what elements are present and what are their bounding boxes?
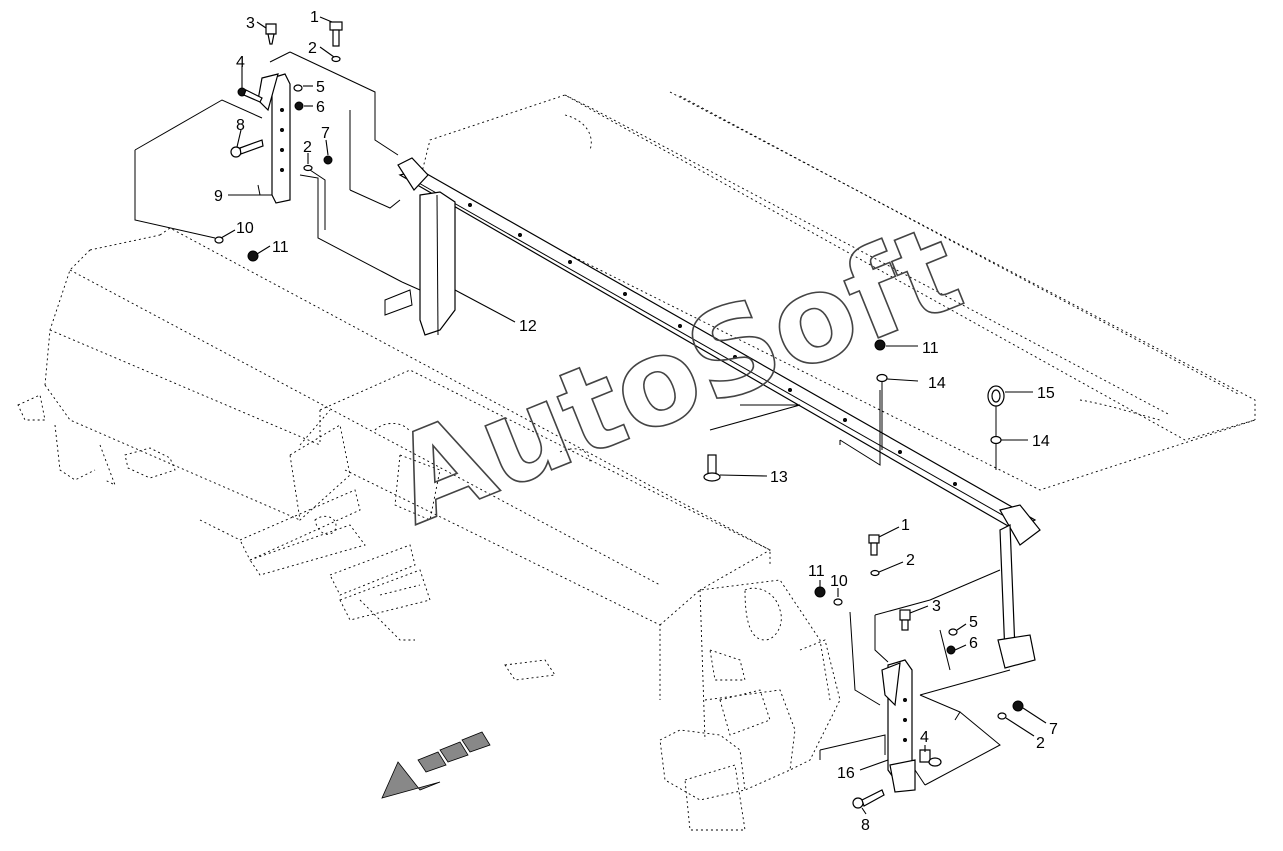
washer-10-top (214, 236, 224, 244)
callout-c4: 4 (236, 54, 245, 71)
callout-c10: 10 (236, 220, 254, 237)
washer-5-top (293, 84, 303, 92)
callout-c12: 12 (519, 318, 537, 335)
washer-2-right (870, 569, 880, 577)
washer-14-far (990, 435, 1002, 445)
nut-11-right (874, 339, 886, 351)
callout-c2c: 2 (906, 552, 915, 569)
callout-c3: 3 (246, 15, 255, 32)
washer-10-right (833, 598, 843, 606)
washer-14-right (876, 373, 888, 383)
bolt-8-top (230, 139, 264, 158)
nipple-3-right (899, 609, 911, 631)
nut-6-right (946, 645, 956, 655)
callout-c4b: 4 (920, 729, 929, 746)
eyebolt-15 (987, 385, 1005, 470)
support-bar-12 (397, 157, 1041, 669)
nut-6-top (294, 101, 304, 111)
bolt-1-top (329, 21, 343, 47)
callout-c7b: 7 (1049, 721, 1058, 738)
callout-c7: 7 (321, 125, 330, 142)
bolt-4-top (237, 87, 263, 103)
callout-c14b: 14 (1032, 433, 1050, 450)
callout-c11c: 11 (808, 563, 825, 580)
bolt-13 (703, 454, 721, 482)
callout-c10b: 10 (830, 573, 848, 590)
nut-7-right (1012, 700, 1024, 712)
callout-c6: 6 (316, 99, 325, 116)
bolt-8-right (852, 789, 885, 809)
nut-11-right-low (814, 586, 826, 598)
left-group-lines (134, 51, 421, 316)
callout-c3b: 3 (932, 598, 941, 615)
right-group-lines (819, 390, 1011, 786)
callout-c1: 1 (310, 9, 319, 26)
callout-c5b: 5 (969, 614, 978, 631)
nut-11-top (247, 250, 259, 262)
bolt-1-right (868, 534, 880, 556)
callout-c2: 2 (308, 40, 317, 57)
nut-7-top (323, 155, 333, 165)
callout-c5: 5 (316, 79, 325, 96)
watermark: AutoSoft (374, 200, 979, 552)
nipple-3-top (265, 23, 277, 45)
washer-2-mid (303, 164, 313, 172)
callout-c8b: 8 (861, 817, 870, 834)
callout-c16: 16 (837, 765, 855, 782)
callout-c6b: 6 (969, 635, 978, 652)
bolt-4-right (919, 749, 942, 767)
callout-c14: 14 (928, 375, 946, 392)
washer-2-top (331, 55, 341, 63)
bracket-9-left (257, 73, 291, 204)
callout-c9: 9 (214, 188, 223, 205)
callout-c2d: 2 (1036, 735, 1045, 752)
bracket-16-right (881, 659, 916, 793)
callout-c15: 15 (1037, 385, 1055, 402)
callout-c13: 13 (770, 469, 788, 486)
header-body-outline (17, 91, 1256, 831)
leader-lines (220, 16, 1047, 815)
callout-labels: 1 2 3 4 5 6 7 8 9 10 11 2 12 11 14 15 14… (214, 9, 1058, 834)
washer-5-right (948, 628, 958, 636)
callout-c11b: 11 (922, 340, 939, 357)
callout-c2b: 2 (303, 139, 312, 156)
direction-arrow-icon (381, 731, 491, 799)
washer-2-low (997, 712, 1007, 720)
fasteners (214, 21, 1024, 809)
callout-c8: 8 (236, 117, 245, 134)
bar-holes (468, 203, 957, 486)
callout-c1b: 1 (901, 517, 910, 534)
callout-c11: 11 (272, 239, 289, 256)
